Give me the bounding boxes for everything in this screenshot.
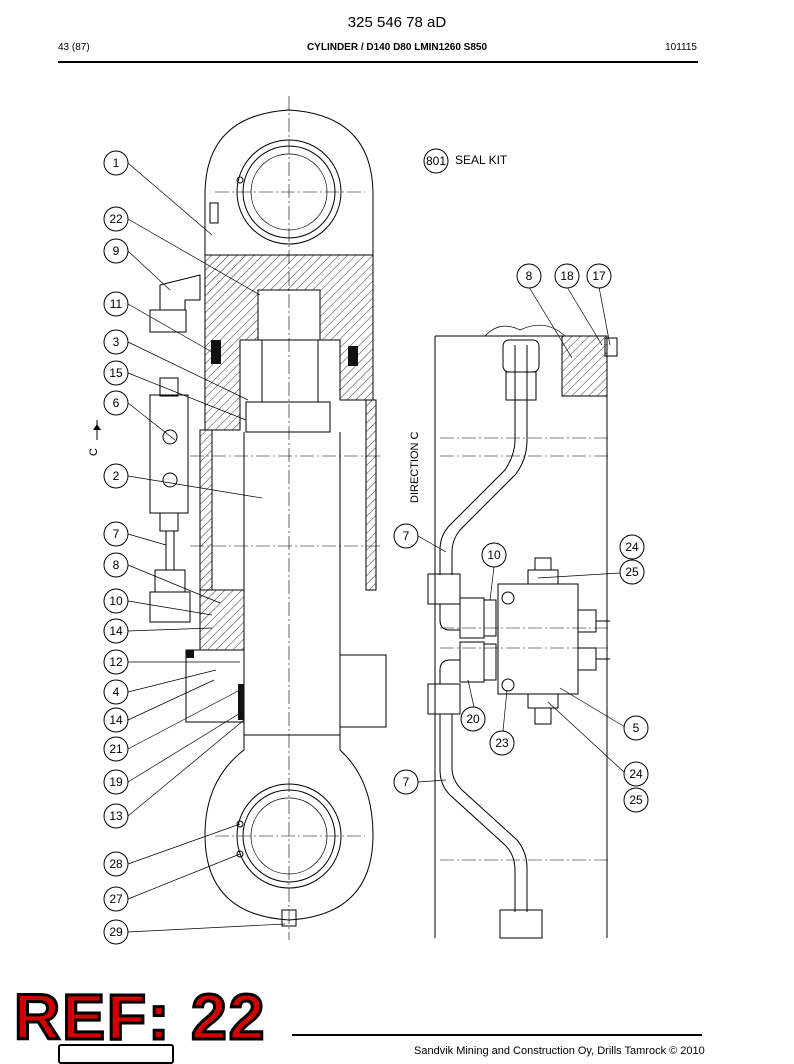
callout-18: 18: [554, 263, 580, 289]
left-leader-lines: [127, 162, 286, 933]
callout-21: 21: [103, 736, 129, 762]
svg-text:29: 29: [109, 925, 123, 939]
svg-text:9: 9: [113, 244, 120, 258]
svg-text:24: 24: [629, 767, 643, 781]
svg-text:22: 22: [109, 212, 123, 226]
svg-text:15: 15: [109, 366, 123, 380]
callout-25-lower: 25: [623, 787, 649, 813]
svg-text:28: 28: [109, 857, 123, 871]
svg-text:13: 13: [109, 809, 123, 823]
svg-text:25: 25: [625, 565, 639, 579]
callout-14: 14: [103, 618, 129, 644]
svg-text:14: 14: [109, 624, 123, 638]
callout-17: 17: [586, 263, 612, 289]
svg-text:8: 8: [526, 269, 533, 283]
svg-text:6: 6: [113, 396, 120, 410]
svg-text:1: 1: [113, 156, 120, 170]
callout-27: 27: [103, 886, 129, 912]
svg-text:19: 19: [109, 775, 123, 789]
callout-2: 2: [103, 463, 129, 489]
svg-text:21: 21: [109, 742, 123, 756]
svg-text:14: 14: [109, 713, 123, 727]
callout-12: 12: [103, 649, 129, 675]
svg-text:20: 20: [466, 712, 480, 726]
svg-text:27: 27: [109, 892, 123, 906]
callout-20: 20: [460, 706, 486, 732]
callout-7-right-lower: 7: [393, 769, 419, 795]
svg-text:17: 17: [592, 269, 606, 283]
footer-logo: [58, 1044, 174, 1064]
callout-4: 4: [103, 679, 129, 705]
svg-text:7: 7: [403, 775, 410, 789]
svg-text:25: 25: [629, 793, 643, 807]
svg-text:801: 801: [426, 154, 446, 168]
callout-14: 14: [103, 707, 129, 733]
section-marker: C: [88, 448, 100, 456]
document-title: CYLINDER / D140 D80 LMIN1260 S850: [306, 42, 488, 53]
svg-text:2: 2: [113, 469, 120, 483]
callout-6: 6: [103, 390, 129, 416]
callout-28: 28: [103, 851, 129, 877]
callout-8: 8: [103, 552, 129, 578]
callout-19: 19: [103, 769, 129, 795]
callout-24-upper: 24: [619, 534, 645, 560]
svg-text:4: 4: [113, 685, 120, 699]
date-code: 101115: [665, 42, 697, 53]
callout-1: 1: [103, 150, 129, 176]
svg-text:7: 7: [403, 529, 410, 543]
callout-7-right-upper: 7: [393, 523, 419, 549]
header-rule: [58, 61, 698, 63]
svg-text:23: 23: [495, 736, 509, 750]
callout-22: 22: [103, 206, 129, 232]
right-leader-lines: [417, 286, 626, 783]
callout-13: 13: [103, 803, 129, 829]
svg-text:10: 10: [109, 594, 123, 608]
callout-7: 7: [103, 521, 129, 547]
svg-text:24: 24: [625, 540, 639, 554]
svg-text:10: 10: [487, 548, 501, 562]
footer-rule: [292, 1034, 702, 1036]
callout-3: 3: [103, 329, 129, 355]
callout-24-lower: 24: [623, 761, 649, 787]
svg-text:11: 11: [110, 297, 123, 311]
callout-25-upper: 25: [619, 559, 645, 585]
cylinder-section-view: C: [88, 96, 387, 940]
svg-text:18: 18: [560, 269, 574, 283]
part-number: 325 546 78 aD: [347, 14, 447, 31]
callout-10: 10: [103, 588, 129, 614]
footer-copyright: Sandvik Mining and Construction Oy, Dril…: [414, 1045, 705, 1057]
callout-8-right: 8: [516, 263, 542, 289]
callout-5: 5: [623, 715, 649, 741]
svg-text:5: 5: [633, 721, 640, 735]
seal-kit-label: SEAL KIT: [455, 153, 508, 167]
direction-c-view: DIRECTION C: [409, 324, 618, 939]
callout-15: 15: [103, 360, 129, 386]
seal-kit-callout: 801: [423, 148, 449, 174]
callout-29: 29: [103, 919, 129, 945]
svg-text:3: 3: [113, 335, 120, 349]
callout-10-right: 10: [481, 542, 507, 568]
callout-9: 9: [103, 238, 129, 264]
svg-text:12: 12: [109, 655, 123, 669]
direction-label: DIRECTION C: [409, 431, 421, 503]
callout-11: 11: [103, 291, 129, 317]
callout-23: 23: [489, 730, 515, 756]
svg-text:8: 8: [113, 558, 120, 572]
svg-text:7: 7: [113, 527, 120, 541]
reference-stamp: REF: 22: [12, 981, 267, 1053]
page-number: 43 (87): [58, 42, 90, 53]
